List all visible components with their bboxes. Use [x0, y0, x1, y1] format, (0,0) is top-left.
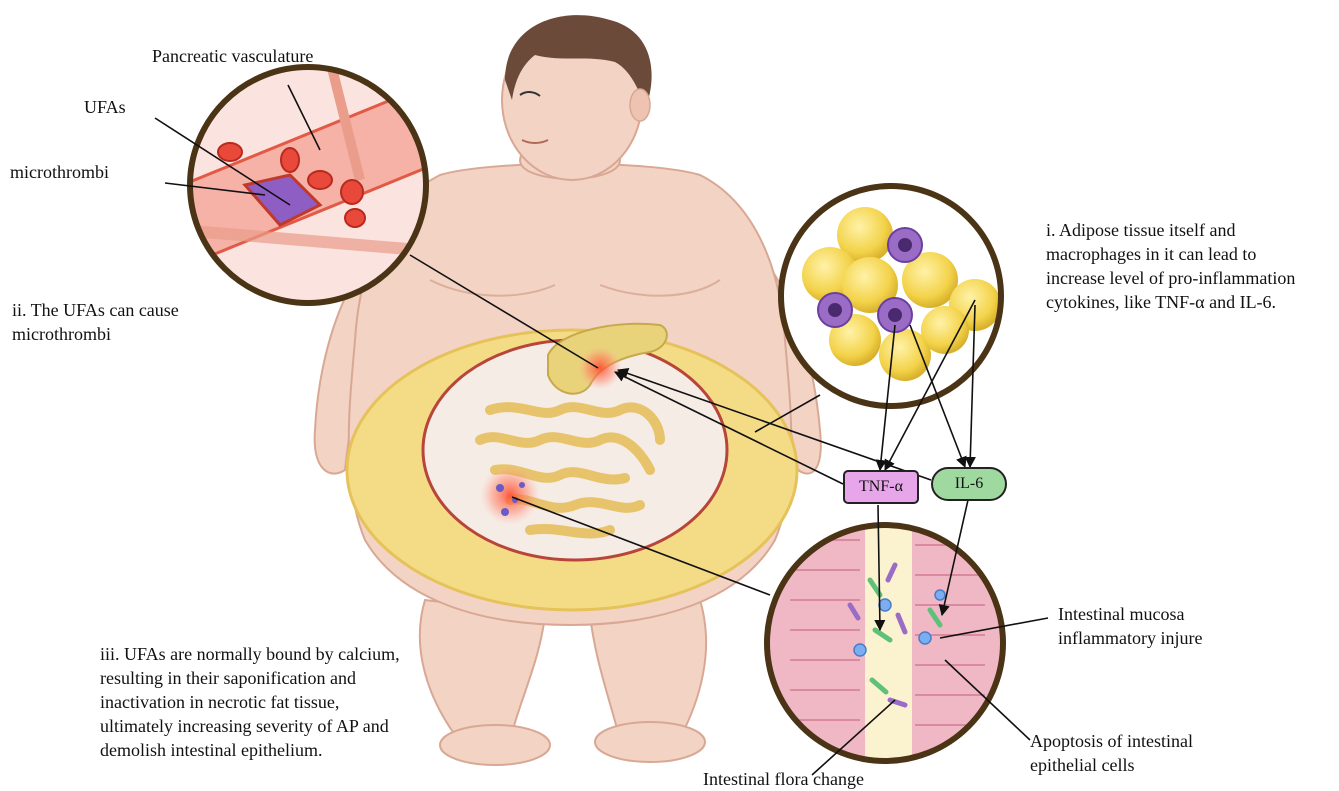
caption-ii-line2: microthrombi	[12, 322, 111, 346]
caption-i-line1: i. Adipose tissue itself and	[1046, 218, 1235, 242]
label-mucosa-line2: inflammatory injure	[1058, 626, 1202, 650]
caption-iii-line3: inactivation in necrotic fat tissue,	[100, 690, 339, 714]
label-mucosa-line1: Intestinal mucosa	[1058, 602, 1184, 626]
label-intestinal-flora: Intestinal flora change	[703, 767, 864, 791]
caption-iii-line1: iii. UFAs are normally bound by calcium,	[100, 642, 400, 666]
adipose-inset	[781, 186, 1001, 406]
caption-i-line3: increase level of pro-inflammation	[1046, 266, 1295, 290]
caption-i-line2: macrophages in it can lead to	[1046, 242, 1256, 266]
caption-ii-line1: ii. The UFAs can cause	[12, 298, 179, 322]
mucosa-left	[770, 520, 865, 770]
label-microthrombi: microthrombi	[10, 160, 109, 184]
label-apoptosis-line1: Apoptosis of intestinal	[1030, 729, 1193, 753]
caption-i-line4: cytokines, like TNF-α and IL-6.	[1046, 290, 1276, 314]
left-foot	[440, 725, 550, 765]
intestine-inflammation	[480, 465, 540, 525]
caption-iii-line5: demolish intestinal epithelium.	[100, 738, 322, 762]
label-pancreatic-vasculature: Pancreatic vasculature	[152, 44, 313, 68]
tnf-alpha-box: TNF-α	[843, 470, 919, 504]
lumen	[865, 520, 912, 770]
gut-inset	[767, 520, 1007, 770]
il-6-box: IL-6	[931, 467, 1007, 501]
ear	[630, 89, 650, 121]
label-ufas: UFAs	[84, 95, 126, 119]
right-foot	[595, 722, 705, 762]
caption-iii-line4: ultimately increasing severity of AP and	[100, 714, 389, 738]
pancreas-inflammation	[578, 346, 622, 390]
caption-iii-line2: resulting in their saponification and	[100, 666, 356, 690]
label-apoptosis-line2: epithelial cells	[1030, 753, 1134, 777]
